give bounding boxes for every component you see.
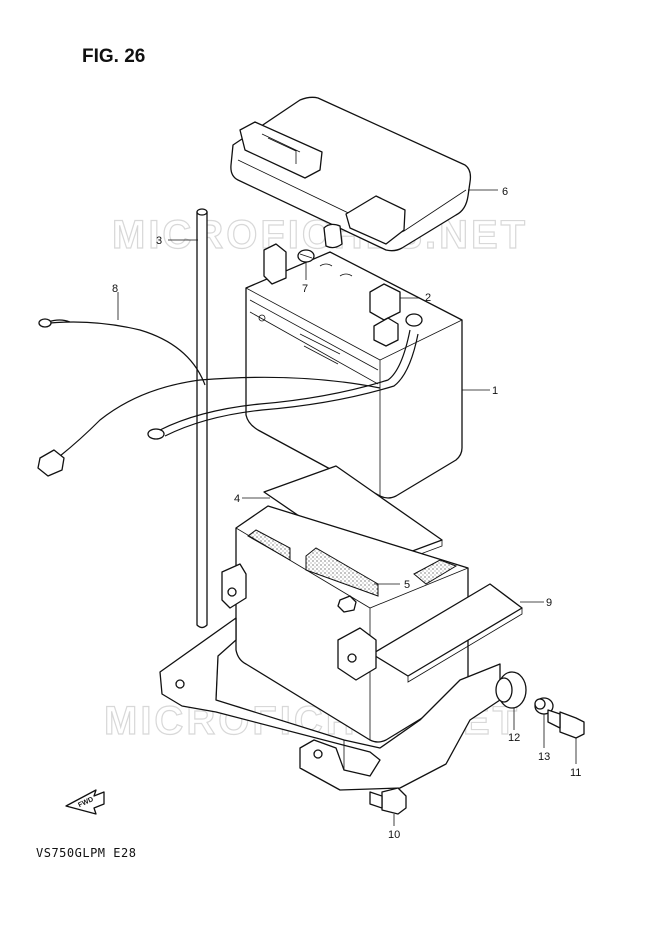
callout-1: 1	[492, 385, 498, 397]
part-8-harness	[37, 318, 419, 477]
callout-11: 11	[570, 767, 581, 779]
part-10-bolt	[369, 787, 407, 815]
callout-10: 10	[388, 829, 400, 841]
callout-3: 3	[156, 235, 162, 247]
figure-title: FIG. 26	[82, 46, 146, 67]
fwd-arrow-icon: FWD	[65, 789, 105, 815]
callout-2: 2	[425, 292, 431, 304]
callout-13: 13	[538, 751, 550, 763]
callout-7: 7	[302, 283, 308, 295]
callout-12: 12	[508, 732, 520, 744]
callout-labels: 1 2 3 4 5 6 7 8 9 10 11 12 13	[112, 186, 581, 841]
part-1-battery	[245, 243, 463, 499]
leader-lines	[117, 189, 577, 826]
part-6-cover	[230, 96, 472, 252]
callout-9: 9	[546, 597, 552, 609]
callout-8: 8	[112, 283, 118, 295]
part-9-plate	[371, 583, 523, 683]
callout-4: 4	[234, 493, 240, 505]
model-code: VS750GLPM E28	[36, 846, 137, 860]
part-12-grommet	[495, 671, 527, 709]
callout-5: 5	[404, 579, 410, 591]
watermark-top: MICROFICHES.NET	[112, 213, 528, 257]
part-7-bolt	[297, 249, 315, 263]
part-5-holder	[235, 505, 469, 743]
part-11-bolt	[547, 709, 585, 739]
part-2-terminal	[405, 313, 423, 327]
callout-6: 6	[502, 186, 508, 198]
part-3-rod	[196, 208, 208, 629]
frame-bracket	[159, 563, 501, 791]
